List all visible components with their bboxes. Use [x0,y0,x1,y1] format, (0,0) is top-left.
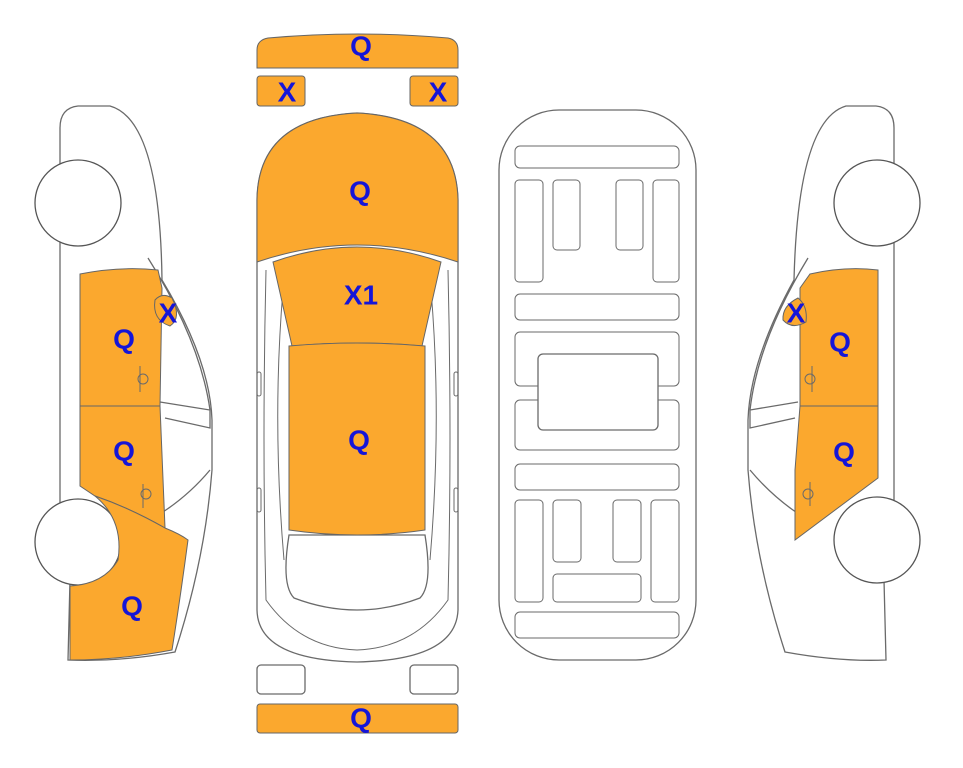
front-right-light-panel[interactable] [409,75,459,107]
roof-label: Q [348,425,370,456]
front-bumper-panel[interactable] [256,33,459,69]
left-front-door-panel[interactable] [79,268,163,407]
hood-panel[interactable] [256,112,459,263]
hood-label: Q [349,176,371,207]
right-front-wheel [833,159,921,247]
left-rear-quarter-label: Q [121,591,143,622]
front-left-light-label: X [278,77,297,108]
left-front-wheel [34,159,122,247]
rear-window [285,534,429,611]
windshield-label: X1 [344,280,378,311]
rear-bumper-panel[interactable] [256,703,459,734]
left-side-view: X Q Q Q [34,105,213,661]
rear-bumper-label: Q [350,703,372,734]
rear-left-light [256,664,306,695]
front-left-light-panel[interactable] [256,75,306,107]
underside-view [498,109,697,661]
right-side-view: X Q Q [747,105,921,661]
left-mirror-panel[interactable] [154,294,177,327]
right-mirror-label: X [787,298,806,329]
right-rear-wheel [833,496,921,584]
right-rear-door-panel[interactable] [794,405,879,541]
rear-right-light [409,664,459,695]
right-rear-door-label: Q [833,437,855,468]
left-front-door-label: Q [113,324,135,355]
right-mirror-panel[interactable] [782,297,807,326]
left-mirror-label: X [159,298,178,329]
top-view: Q X X Q X1 Q Q [256,31,459,734]
right-front-door-label: Q [829,327,851,358]
roof-panel[interactable] [288,342,426,536]
left-rear-door-label: Q [113,436,135,467]
front-right-light-label: X [429,77,448,108]
left-rear-quarter-panel[interactable] [69,495,189,661]
front-bumper-label: Q [350,31,372,62]
